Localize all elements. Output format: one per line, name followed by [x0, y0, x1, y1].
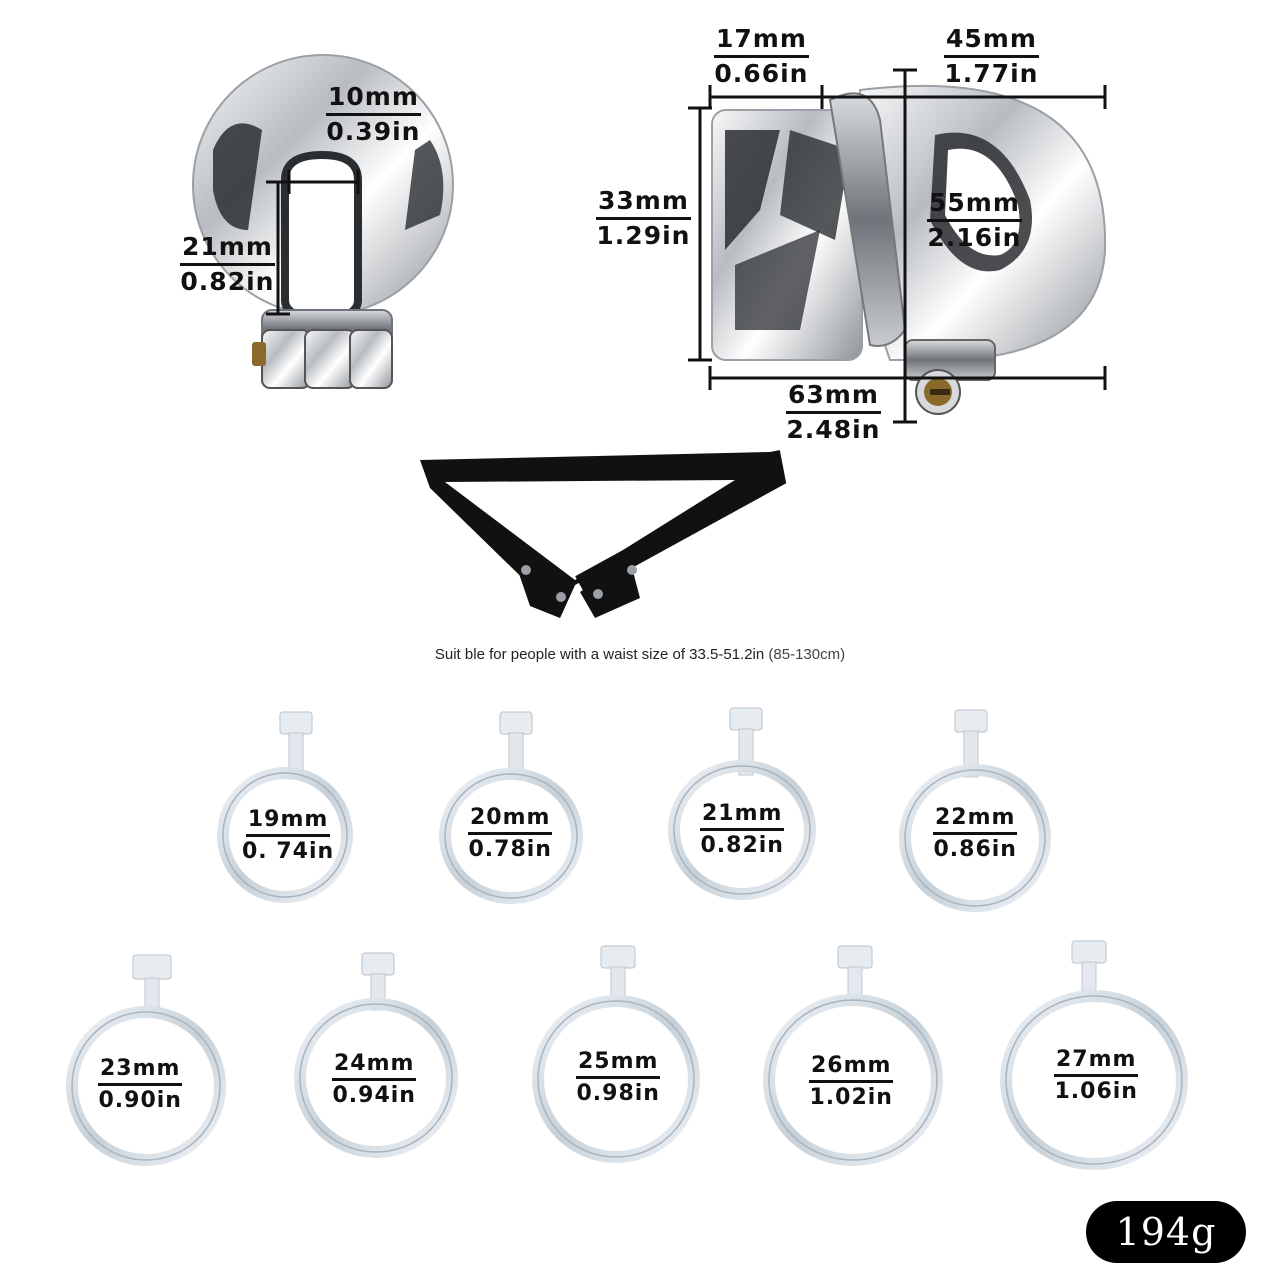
caption-metric: (85-130cm) [768, 646, 846, 663]
ring-size-label: 25mm 0.98in [576, 1048, 661, 1107]
dimension-inch: 1.29in [596, 221, 691, 250]
dimension-mm: 23mm [98, 1055, 183, 1086]
ring-set [66, 707, 1188, 1170]
ring-size-label: 26mm 1.02in [809, 1052, 894, 1111]
ring-size-label: 19mm 0. 74in [242, 806, 334, 865]
caption-text: Suit ble for people with a waist size of… [434, 646, 765, 663]
dimension-mm: 24mm [332, 1050, 417, 1081]
dimension-mm: 63mm [786, 380, 881, 414]
front-view-cage [192, 54, 454, 389]
dimension-inch: 0.94in [332, 1083, 416, 1108]
ring-26mm [763, 945, 943, 1166]
ring-24mm [294, 952, 458, 1158]
dimension-inch: 0.66in [714, 59, 809, 88]
ring-19mm [217, 711, 353, 903]
front-opening-width-label: 10mm 0.39in [326, 82, 421, 147]
dimension-mm: 26mm [809, 1052, 894, 1083]
dimension-inch: 1.77in [944, 59, 1039, 88]
dimension-mm: 55mm [927, 188, 1022, 222]
front-opening-height-label: 21mm 0.82in [180, 232, 275, 297]
side-cage-length-label: 45mm 1.77in [944, 24, 1039, 89]
ring-22mm [899, 709, 1051, 912]
dimension-mm: 21mm [180, 232, 275, 266]
dimension-mm: 33mm [596, 186, 691, 220]
dimension-mm: 17mm [714, 24, 809, 58]
ring-25mm [532, 945, 700, 1163]
dimension-mm: 45mm [944, 24, 1039, 58]
dimension-mm: 22mm [933, 804, 1018, 835]
ring-size-label: 20mm 0.78in [468, 804, 553, 863]
side-base-length-label: 17mm 0.66in [714, 24, 809, 89]
dimension-inch: 0.78in [468, 837, 552, 862]
ring-size-label: 27mm 1.06in [1054, 1046, 1139, 1105]
dimension-mm: 25mm [576, 1048, 661, 1079]
dimension-inch: 0. 74in [242, 839, 335, 864]
waist-belt [420, 450, 787, 618]
ring-21mm [668, 707, 816, 900]
dimension-inch: 0.82in [700, 833, 784, 858]
dimension-mm: 19mm [245, 806, 331, 837]
dimension-inch: 0.98in [576, 1081, 660, 1106]
dimension-mm: 10mm [326, 82, 421, 116]
dimension-mm: 27mm [1054, 1046, 1139, 1077]
ring-size-label: 21mm 0.82in [700, 800, 785, 859]
dimension-inch: 0.82in [180, 267, 275, 296]
dimension-inch: 0.86in [933, 837, 1017, 862]
belt-size-caption: Suit ble for people with a waist size of… [0, 646, 1280, 663]
weight-value: 194g [1115, 1210, 1217, 1254]
dimension-inch: 0.90in [98, 1088, 182, 1113]
dimension-inch: 2.48in [786, 415, 881, 444]
ring-20mm [439, 711, 583, 904]
dimension-mm: 20mm [468, 804, 553, 835]
dimension-mm: 21mm [700, 800, 785, 831]
ring-size-label: 24mm 0.94in [332, 1050, 417, 1109]
side-total-length-label: 63mm 2.48in [786, 380, 881, 445]
side-base-height-label: 33mm 1.29in [596, 186, 691, 251]
dimension-inch: 1.06in [1054, 1079, 1138, 1104]
ring-size-label: 23mm 0.90in [98, 1055, 183, 1114]
ring-size-label: 22mm 0.86in [933, 804, 1018, 863]
weight-badge: 194g [1086, 1201, 1246, 1263]
dimension-inch: 0.39in [326, 117, 421, 146]
dimension-inch: 1.02in [809, 1085, 893, 1110]
side-view-cage [688, 68, 1107, 424]
ring-27mm [1000, 940, 1188, 1170]
dimension-inch: 2.16in [927, 223, 1022, 252]
ring-23mm [66, 954, 226, 1166]
side-cage-height-label: 55mm 2.16in [927, 188, 1022, 253]
